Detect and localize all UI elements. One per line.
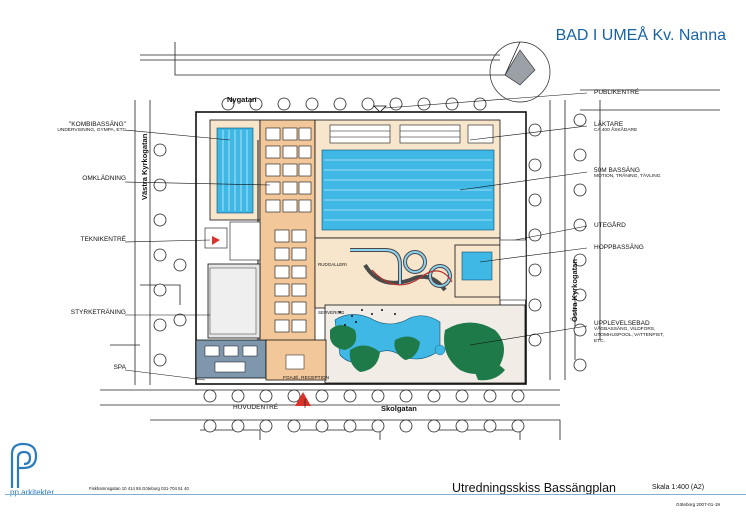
label-galleri: RUDGALLERI xyxy=(318,262,347,267)
label-utegard: UTEGÅRD xyxy=(594,222,626,229)
entrance-markers xyxy=(212,105,387,406)
label-hoppbassang: HOPPBASSÄNG xyxy=(594,244,644,251)
office-address: Fiskhamnsgatan 10 414 55 Göteborg 031-70… xyxy=(89,486,189,491)
corner-building xyxy=(489,41,551,103)
label-omkladning: OMKLÄDNING xyxy=(82,175,126,182)
label-50m-bassang: 50M BASSÄNG MOTION, TRÄNING, TÄVLING xyxy=(594,167,661,180)
pp-logo-icon xyxy=(10,442,38,488)
label-huvudentre: HUVUDENTRÉ xyxy=(233,404,279,411)
label-servering: SERVERING xyxy=(318,310,345,315)
street-trees xyxy=(153,97,587,433)
label-styrketraning: STYRKETRÄNING xyxy=(70,309,126,316)
street-skolgatan: Skolgatan xyxy=(381,404,417,413)
label-spa: SPA xyxy=(113,364,126,371)
street-lines xyxy=(100,41,720,440)
plan-date: Göteborg 2007-01-19 xyxy=(676,502,720,507)
street-ostra-kyrkogatan: Östra Kyrkogatan xyxy=(570,259,579,322)
leader-lines xyxy=(124,92,588,408)
footer-rule xyxy=(5,494,746,495)
logo-name: pp arkitekter xyxy=(10,488,55,497)
label-teknikentre: TEKNIKENTRÉ xyxy=(80,236,126,243)
sheet-title: BAD I UMEÅ Kv. Nanna xyxy=(555,27,726,44)
label-kombibassang: "KOMBIBASSÄNG" UNDERVISNING, GYMPA, ETC xyxy=(57,121,126,134)
label-laktare: LÄKTARE CA 400 ÅSKÅDARE xyxy=(594,121,638,134)
label-publikentre: PUBLIKENTRÉ xyxy=(594,89,640,96)
label-foyer: FOAJÉ, RECEPTION xyxy=(283,376,330,381)
label-upplevelsebad: UPPLEVELSEBAD VÅGBASSÄNG, VILDFORS, UTOM… xyxy=(594,320,664,344)
building-footprint xyxy=(195,111,527,385)
plan-scale: Skala 1:400 (A2) xyxy=(652,484,705,491)
plan-title: Utredningsskiss Bassängplan xyxy=(452,481,616,495)
street-vastra-kyrkogatan: Västra Kyrkogatan xyxy=(140,133,149,200)
street-nygatan: Nygatan xyxy=(227,95,257,104)
